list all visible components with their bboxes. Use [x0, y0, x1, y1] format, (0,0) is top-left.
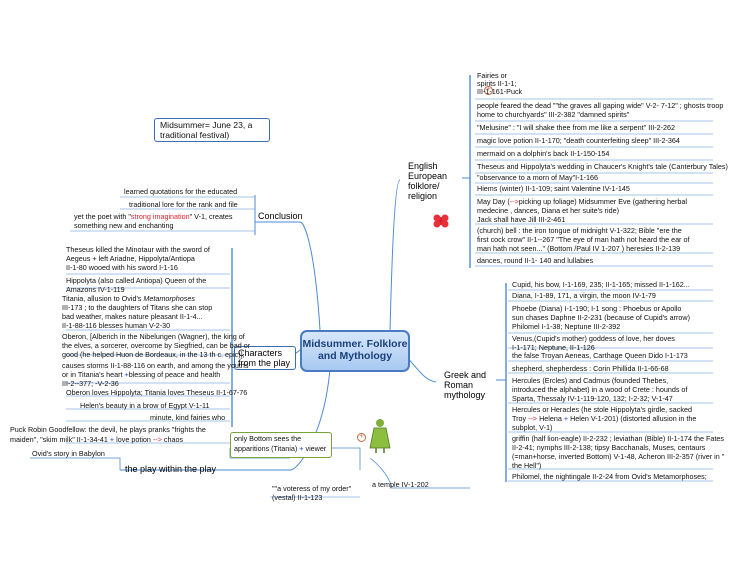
english-item: spirits II-1-1;: [477, 79, 517, 88]
char-item: bad weather, makes nature pleasant II-1-…: [62, 312, 203, 321]
char-item: Oberon, [Alberich in the Nibelungen (Wag…: [62, 332, 245, 341]
festival-note-line1: Midsummer= June 23, a: [160, 120, 253, 130]
char-item: II-1-88-116 blesses human V-2-30: [62, 321, 171, 330]
char-item: good (he helped Huon de Bordeaux, in the…: [62, 350, 245, 359]
char-item: minute, kind fairies who: [150, 413, 226, 422]
greek-item: (=man+horse, inverted Bottom) V-1-48, Ac…: [512, 452, 725, 461]
greek-item: griffin (half lion-eagle) II-2-232 ; lev…: [512, 434, 725, 443]
arrow-right-icon: -->: [528, 414, 538, 423]
plus-sign-icon: +: [107, 435, 117, 444]
festival-note-box[interactable]: Midsummer= June 23, a traditional festiv…: [154, 118, 270, 142]
conclusion-item: learned quotations for the educated: [124, 187, 238, 196]
vestal-line1: ""a voteress of my order": [272, 484, 352, 493]
char-item: III-2--377; -V-2-36: [62, 379, 119, 388]
char-item: Theseus killed the Minotaur with the swo…: [66, 245, 210, 254]
plus-sign-icon: +: [297, 444, 306, 453]
greek-item: subplot, V-1): [512, 423, 553, 432]
greek-item: Hercules (Ercles) and Cadmus (founded Th…: [512, 376, 669, 385]
conclusion-item: yet the poet with "strong imagination" V…: [74, 212, 233, 221]
greek-item: introduced the alphabet) in a wood of Cr…: [512, 385, 688, 394]
english-item: man hath not seen..." (Bottom /Paul IV 1…: [477, 244, 681, 253]
char-item: Puck Robin Goodfellow: the devil, he pla…: [10, 425, 206, 434]
char-item: the elves, a sorcerer, overcome by Siegf…: [62, 341, 251, 350]
english-item: dances, round II-1- 140 and lullabies: [477, 256, 594, 265]
char-item: Amazons IV-1-119: [66, 285, 125, 294]
english-item: Fairies or: [477, 71, 507, 80]
conclusion-item: traditional lore for the rank and file: [129, 200, 238, 209]
english-item: first cock crow" II-1--267 "The eye of m…: [477, 235, 690, 244]
red-flower-icon: [433, 214, 449, 228]
greek-item: Hercules or Heracles (he stole Hippolyta…: [512, 405, 692, 414]
play-item: Ovid's story in Babylon: [32, 449, 105, 458]
greek-item: Cupid, his bow, I-1-169, 235; II-1-165; …: [512, 280, 690, 289]
char-item: maiden", "skim milk" II-1-34-41 + love p…: [10, 435, 184, 444]
english-item: home to churchyards" III-2-382 "damned s…: [477, 110, 630, 119]
english-item: (church) bell : the iron tongue of midni…: [477, 226, 682, 235]
english-item: people feared the dead ""the graves all …: [477, 101, 724, 110]
conclusion-item: something new and enchanting: [74, 221, 174, 230]
char-item: Oberon loves Hippolyta; Titania loves Th…: [66, 388, 248, 397]
arrow-right-icon: -->: [150, 435, 164, 444]
char-item: causes storms II-1-88-116 on earth, and …: [62, 361, 249, 370]
vestal-line2: (vestal) II-1-123: [272, 493, 323, 502]
english-item: magic love potion II-1-170; "death count…: [477, 136, 680, 145]
char-item: III-173 ; to the daughters of Titans she…: [62, 303, 213, 312]
greek-item: Phoebe (Diana) I-1-190; I-1 song : Phoeb…: [512, 304, 682, 313]
branch-play-within-play[interactable]: the play within the play: [125, 464, 217, 474]
english-item: May Day (-->picking up foliage) Midsumme…: [477, 197, 687, 206]
plus-sign-icon: +: [124, 370, 129, 379]
greek-item: II-2-41; nymphs III-2-138; tipsy Bacchan…: [512, 443, 706, 452]
expand-plus-icon[interactable]: +: [357, 433, 366, 442]
english-item: medecine , dances, Diana et her suite's …: [477, 206, 620, 215]
greek-item: Philomel, the nightingale II-2-24 from O…: [512, 472, 707, 481]
temple-item: a temple IV-1-202: [372, 480, 429, 489]
bottom-note-box[interactable]: only Bottom sees the apparitions (Titani…: [230, 432, 332, 458]
english-item: Theseus and Hippolyta's wedding in Chauc…: [477, 162, 728, 171]
branch-english-folklore[interactable]: English European folklore/ religion: [402, 160, 460, 202]
greek-item: the false Troyan Aeneas, Carthage Queen …: [512, 351, 688, 360]
greek-item: Philomel I-1-38; Neptune III-2-392: [512, 322, 621, 331]
english-item: mermaid on a dolphin's back II-1-150-154: [477, 149, 610, 158]
english-item: III-1-161-Puck: [477, 87, 523, 96]
plus-sign-icon: +: [563, 414, 569, 423]
branch-greek-roman[interactable]: Greek and Roman mythology: [438, 368, 494, 402]
english-item: Jack shall have Jill III-2-461: [477, 215, 566, 224]
arrow-right-icon: -->: [509, 197, 519, 206]
english-item: "observance to a morn of May"I-1-166: [477, 173, 598, 182]
greek-item: shepherd, shepherdess : Corin Phillida I…: [512, 364, 669, 373]
festival-note-line2: traditional festival): [160, 129, 230, 140]
char-item: Helen's beauty in a brow of Egypt V-1-11: [80, 401, 210, 410]
char-item: II-1-80 wooed with his sword I-1-16: [66, 263, 178, 272]
central-topic[interactable]: Midsummer. Folklore and Mythology: [300, 330, 410, 372]
greek-item: Diana, I-1-89, 171, a virgin, the moon I…: [512, 291, 656, 300]
greek-item: the Hell"): [512, 461, 542, 470]
english-item: Hiems (winter) II-1-109; saint Valentine…: [477, 184, 630, 193]
char-item: Aegeus + left Ariadne, Hippolyta/Antiopa: [66, 254, 195, 263]
central-topic-line2: and Mythology: [317, 350, 393, 362]
greek-item: sun chases Daphne II-2-231 (because of C…: [512, 313, 690, 322]
char-item: Titania, allusion to Ovid's Metamorphose…: [62, 294, 195, 303]
branch-conclusion[interactable]: Conclusion: [258, 211, 303, 221]
english-item: "Melusine" : "I will shake thee from me …: [477, 123, 675, 132]
expand-plus-icon[interactable]: +: [484, 86, 493, 95]
branch-characters[interactable]: Characters from the play: [234, 346, 296, 370]
char-item: Hippolyta (also called Antiopa) Queen of…: [66, 276, 207, 285]
central-topic-line1: Midsummer. Folklore: [302, 338, 408, 350]
green-figure-icon: [369, 419, 391, 453]
greek-item: Troy --> Helena + Helen V-1-201) (distor…: [512, 414, 697, 423]
greek-item: Venus,(Cupid's mother) goddess of love, …: [512, 334, 675, 343]
greek-item: Sparta, Thessaly IV-1-119-120, 132; I-2-…: [512, 394, 673, 403]
char-item: or in Titania's heart +blessing of peace…: [62, 370, 221, 379]
greek-item: I-1-171; Neptune, II-1-126: [512, 343, 595, 352]
